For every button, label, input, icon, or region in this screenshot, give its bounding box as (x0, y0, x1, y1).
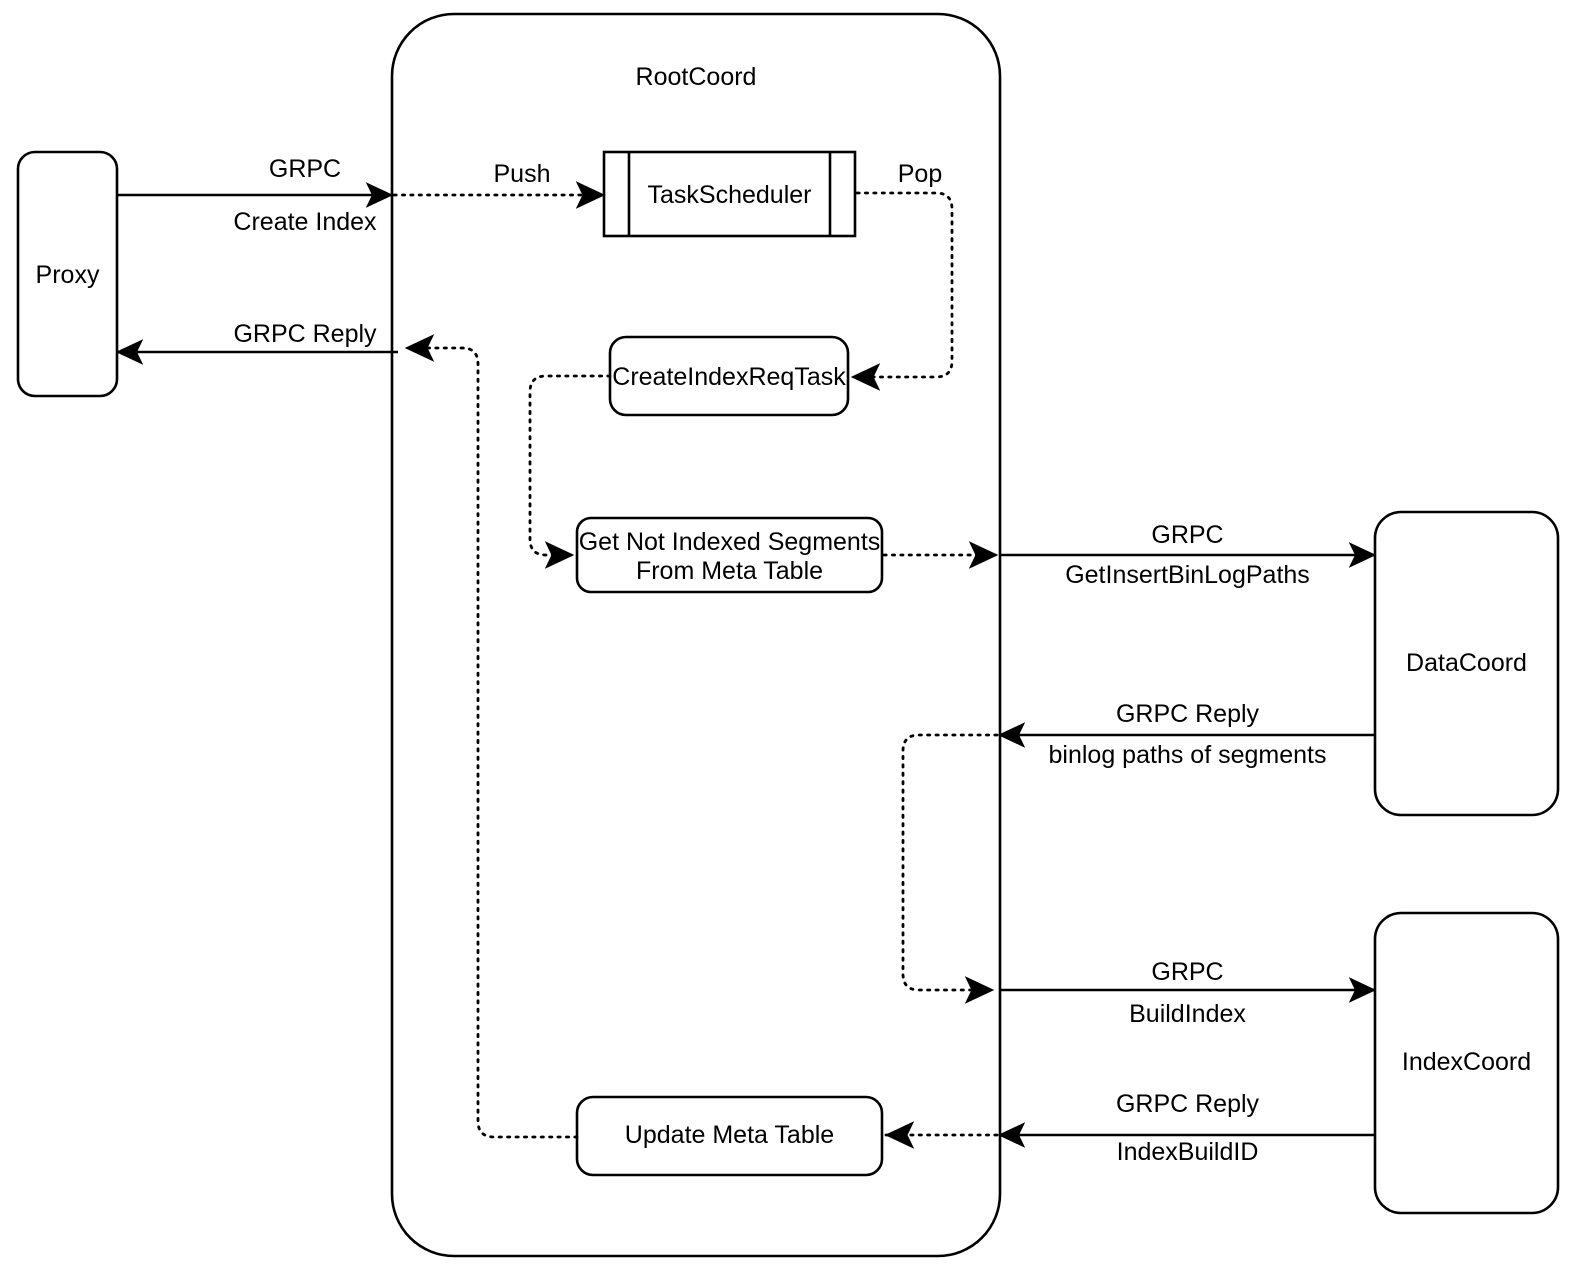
node-indexcoord[interactable] (1373, 911, 1560, 1215)
node-createindexreqtask[interactable] (608, 335, 850, 417)
edge-datacoord-reply-to-buildindex (901, 733, 999, 1004)
container-rootcoord (390, 12, 1002, 1258)
node-proxy[interactable] (16, 150, 119, 398)
node-getnotindexed[interactable] (575, 516, 884, 594)
node-updatemetatable[interactable] (575, 1095, 884, 1177)
edge-pop-to-createindexreqtask (850, 191, 954, 391)
edge-task-to-getsegments (528, 374, 612, 569)
edge-updatemeta-to-grpcreply (404, 334, 579, 1139)
node-datacoord[interactable] (1373, 510, 1560, 817)
node-taskscheduler[interactable] (602, 150, 857, 238)
